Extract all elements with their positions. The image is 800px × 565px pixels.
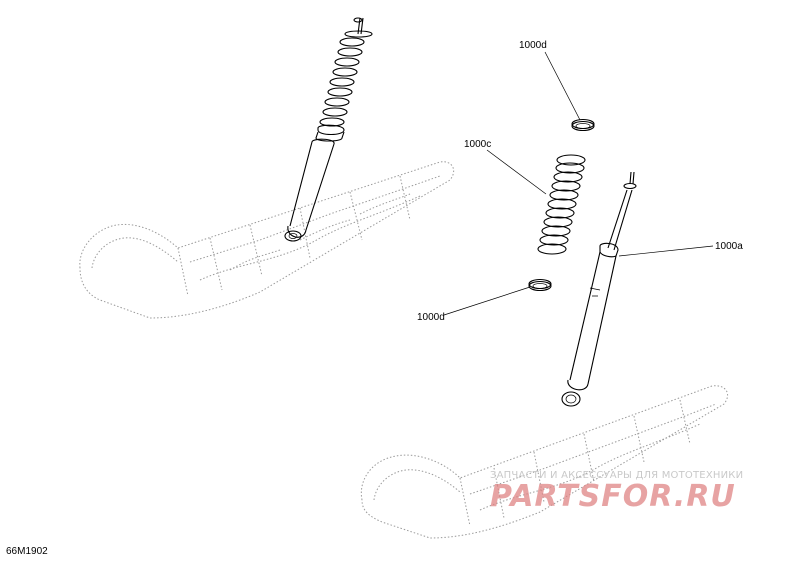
shock-assembled: [284, 17, 373, 242]
ski-bottom-right: [360, 385, 728, 539]
washer-1000d-bottom: [528, 278, 552, 292]
shock-absorber-1000a: [561, 171, 637, 407]
figure-id: 66M1902: [6, 546, 48, 557]
callout-1000d-bottom: 1000d: [417, 312, 445, 323]
callout-1000d-top: 1000d: [519, 40, 547, 51]
assembled-spring-coils: [319, 37, 365, 127]
callout-1000c: 1000c: [464, 139, 491, 150]
leader-lines: [443, 51, 714, 316]
washer-1000d-top: [571, 118, 595, 132]
watermark-logo: PARTSFOR.RU: [490, 479, 736, 514]
watermark-tagline: ЗАПЧАСТИ И АКСЕССУАРЫ ДЛЯ МОТОТЕХНИКИ: [490, 470, 744, 481]
spring-1000c: [537, 154, 586, 255]
watermark: ЗАПЧАСТИ И АКСЕССУАРЫ ДЛЯ МОТОТЕХНИКИ PA…: [490, 470, 795, 513]
callout-1000a: 1000a: [715, 241, 743, 252]
ski-top-left: [79, 161, 455, 319]
